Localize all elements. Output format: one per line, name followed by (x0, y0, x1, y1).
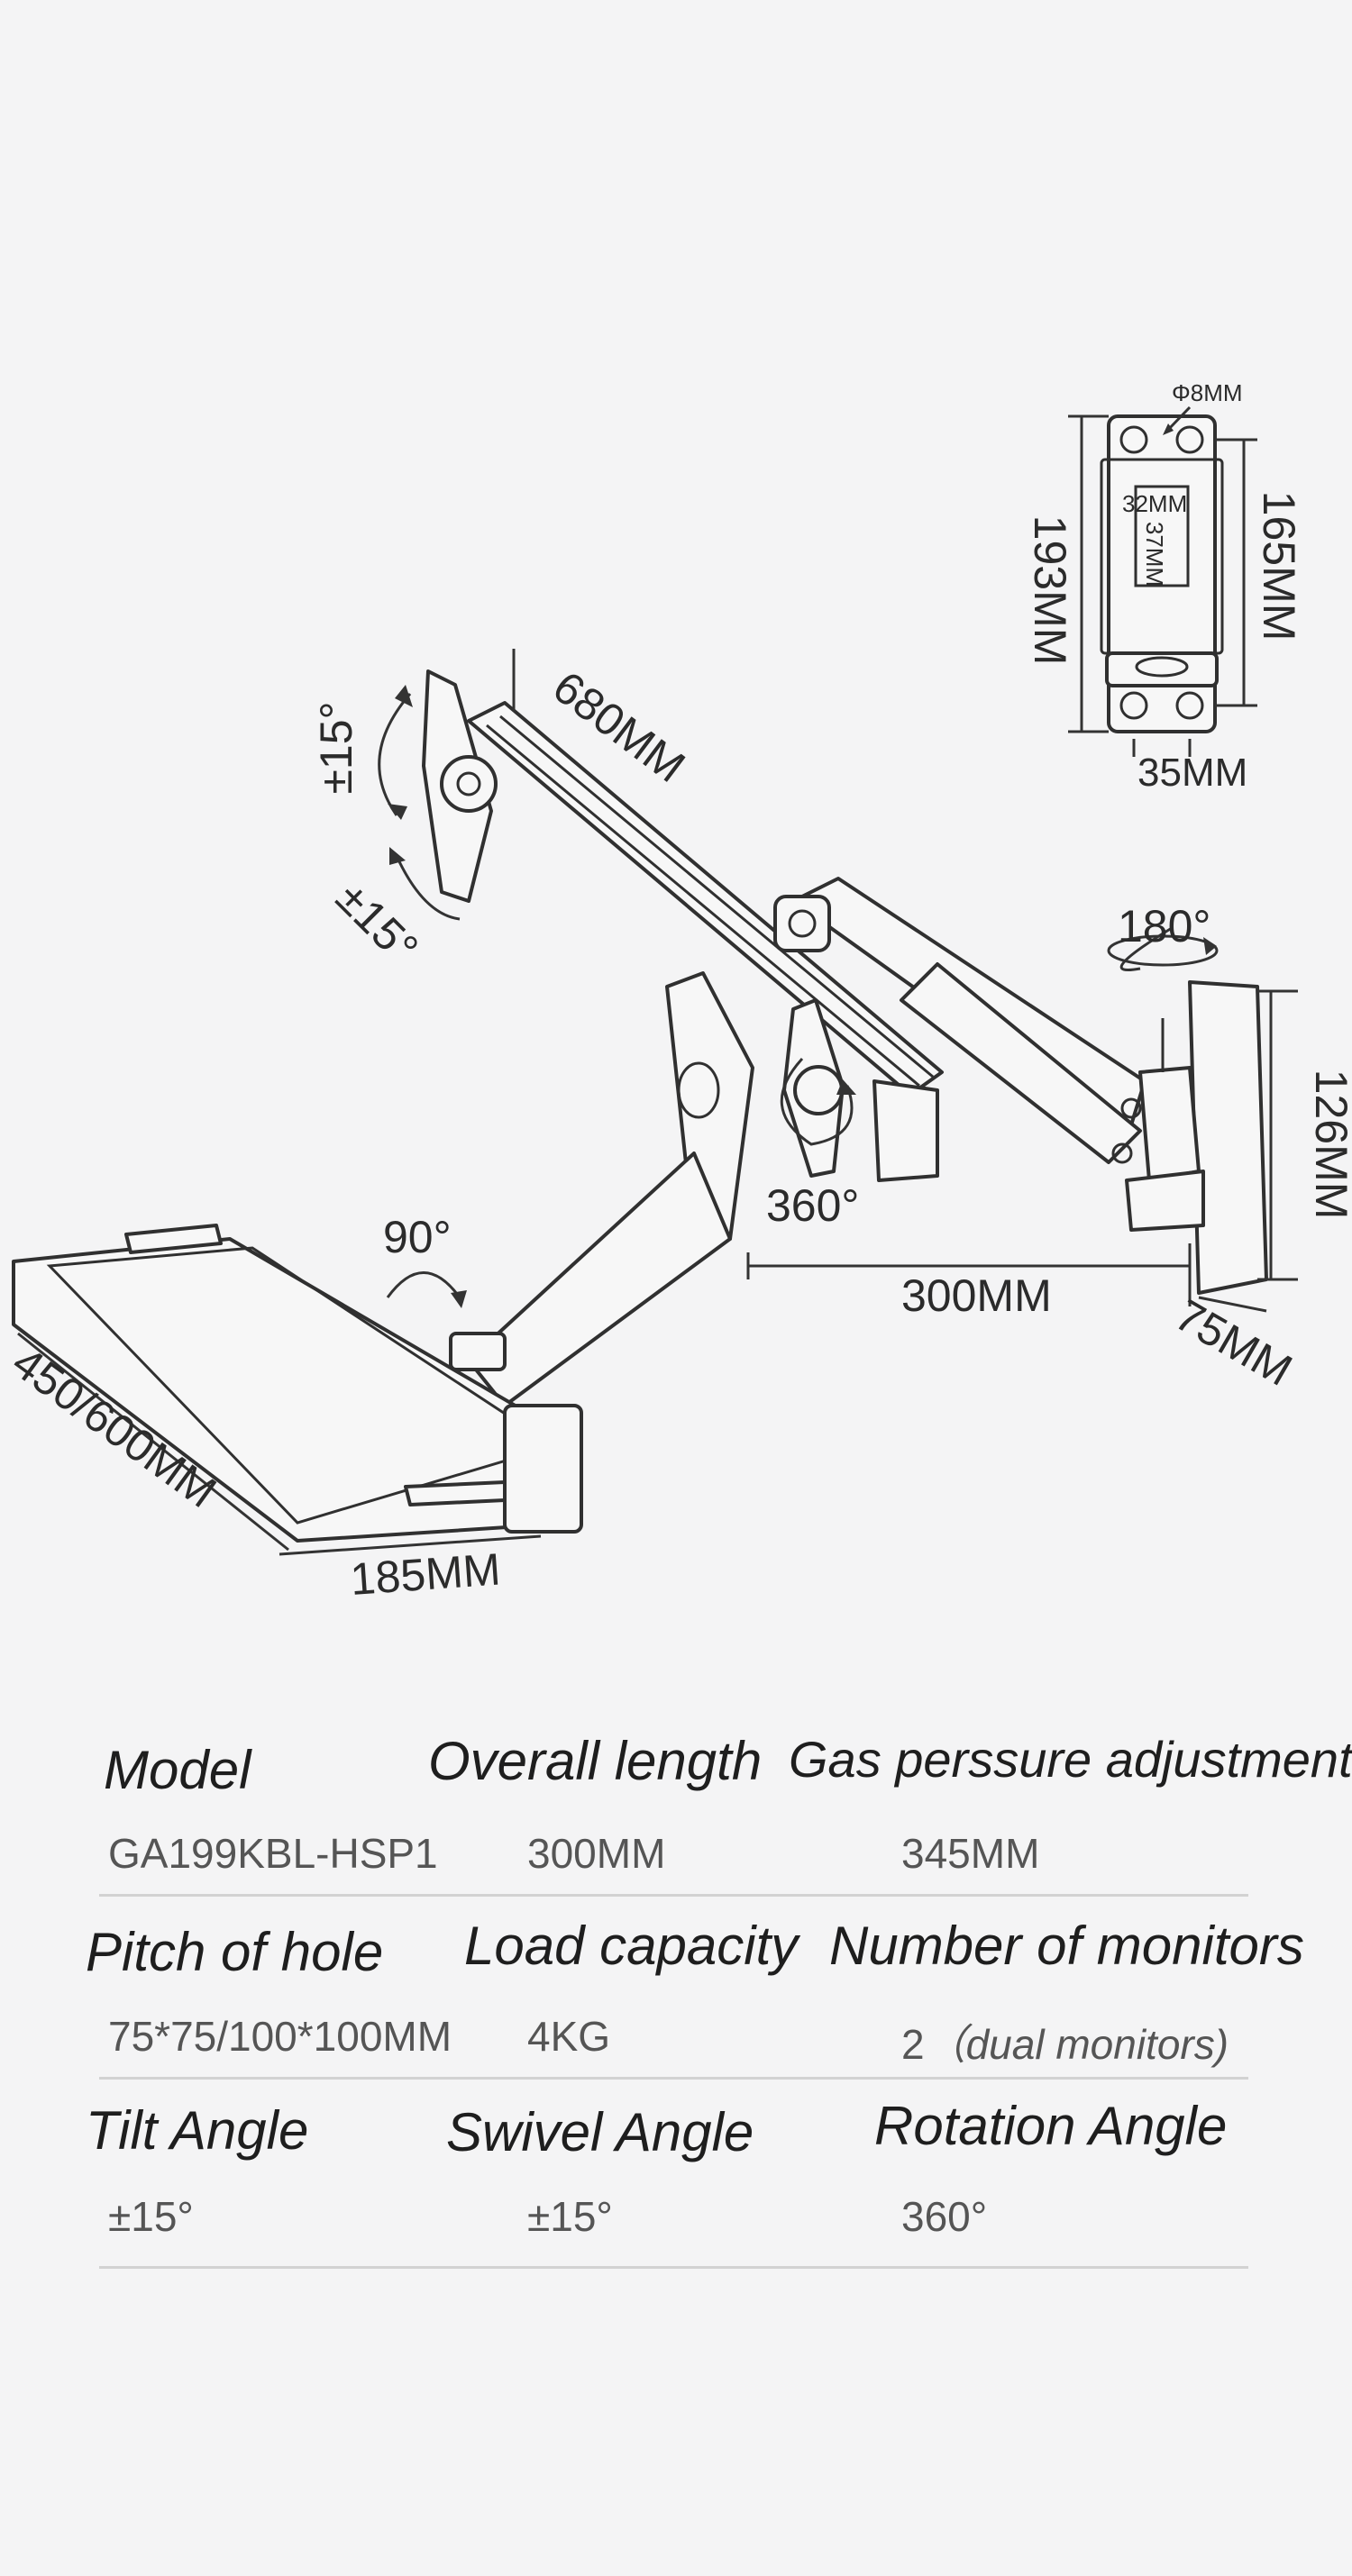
plate-height-holes-label: 165MM (1254, 491, 1304, 642)
spec-value-monitor-note: （dual monitors) (924, 2021, 1229, 2068)
spec-row-3: Tilt Angle Swivel Angle Rotation Angle ±… (0, 2081, 1352, 2271)
spec-row-1: Model Overall length Gas perssure adjust… (0, 1712, 1352, 1901)
tray-angle-label: 90° (383, 1212, 452, 1262)
plate-inner-width-label: 32MM (1122, 490, 1187, 517)
spec-divider (99, 1894, 1248, 1897)
spec-header-pitch-of-hole: Pitch of hole (86, 1922, 384, 1982)
spec-header-swivel-angle: Swivel Angle (446, 2102, 754, 2162)
swivel-angle-label: ±15° (326, 872, 427, 973)
rotation-angle-label: 360° (766, 1180, 859, 1231)
mount-diagram: Φ8MM 32MM 37MM 193MM 165MM 35MM (4, 379, 1352, 1605)
spec-value-pitch-of-hole: 75*75/100*100MM (108, 2013, 452, 2060)
spec-header-model: Model (104, 1740, 251, 1800)
spec-value-load-capacity: 4KG (527, 2013, 611, 2060)
spec-row-2: Pitch of hole Load capacity Number of mo… (0, 1901, 1352, 2090)
reach-label: 300MM (901, 1270, 1052, 1321)
tilt-angle-label: ±15° (311, 701, 361, 794)
wall-swivel-label: 180° (1118, 901, 1210, 951)
spec-value-gas-pressure: 345MM (901, 1830, 1040, 1877)
spec-header-rotation-angle: Rotation Angle (874, 2096, 1228, 2156)
plate-hole-label: Φ8MM (1172, 379, 1243, 406)
spec-value-monitor-count: 2 (901, 2021, 925, 2068)
spec-value-tilt-angle: ±15° (108, 2193, 194, 2240)
plate-bottom-width-label: 35MM (1137, 751, 1247, 795)
tray-depth-label: 185MM (349, 1543, 502, 1604)
plate-height-total-label: 193MM (1025, 515, 1075, 666)
spec-header-number-of-monitors: Number of monitors (829, 1916, 1304, 1976)
spec-value-overall-length: 300MM (527, 1830, 666, 1877)
spec-header-tilt-angle: Tilt Angle (86, 2100, 309, 2161)
spec-value-swivel-angle: ±15° (527, 2193, 613, 2240)
spec-header-gas-pressure: Gas perssure adjustment (789, 1731, 1352, 1788)
plate-slot-label: 37MM (1141, 522, 1168, 587)
wall-height-label: 126MM (1306, 1070, 1352, 1220)
arm-assembly (12, 649, 1268, 1543)
spec-divider (99, 2077, 1248, 2080)
spec-header-load-capacity: Load capacity (464, 1916, 799, 1976)
spec-value-rotation-angle: 360° (901, 2193, 988, 2240)
spec-value-model: GA199KBL-HSP1 (108, 1830, 438, 1877)
spec-table: Model Overall length Gas perssure adjust… (0, 1712, 1352, 2289)
spec-divider (99, 2266, 1248, 2269)
spec-value-number-of-monitors: 2（dual monitors) (901, 2012, 1229, 2071)
spec-header-overall-length: Overall length (428, 1731, 763, 1791)
mounting-plate (1068, 405, 1257, 757)
